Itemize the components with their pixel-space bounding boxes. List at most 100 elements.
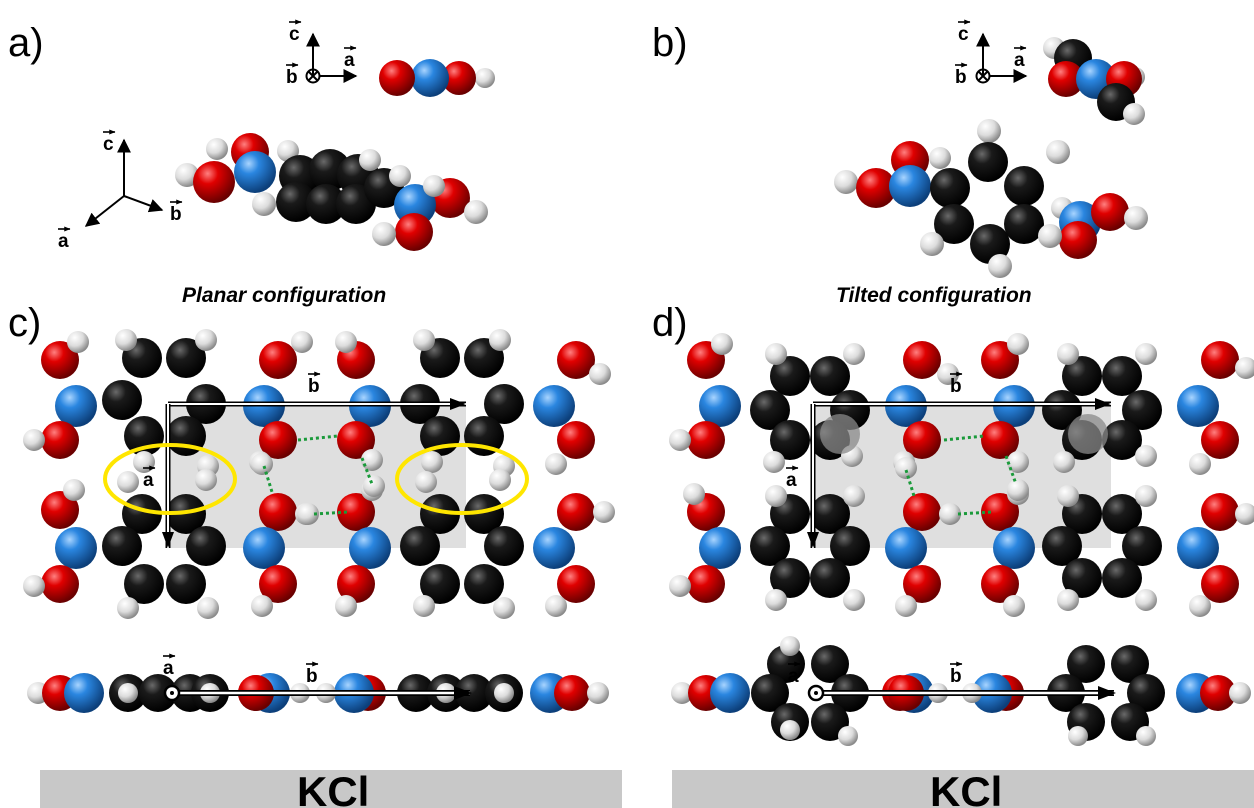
hydrogen-atom: [335, 595, 357, 617]
carbon-atom: [770, 558, 810, 598]
axis-label-b: b: [170, 204, 182, 225]
hydrogen-atom: [780, 720, 800, 740]
nitrogen-atom: [993, 527, 1035, 569]
axis-label-c: c: [289, 24, 300, 45]
hydrogen-atom: [780, 636, 800, 656]
substrate-label-right: KCl: [930, 768, 1002, 808]
side-vector-d: [807, 684, 1116, 702]
hydrogen-atom: [1135, 343, 1157, 365]
caption-tilted: Tilted configuration: [836, 284, 1032, 307]
nitrogen-atom: [64, 673, 104, 713]
axis-label-b: b: [950, 376, 962, 397]
hydrogen-atom: [23, 429, 45, 451]
hydrogen-atom: [67, 331, 89, 353]
oxygen-atom: [41, 491, 79, 529]
nitrogen-atom: [234, 151, 276, 193]
carbon-atom: [934, 204, 974, 244]
hydrogen-atom: [765, 485, 787, 507]
nitrogen-atom: [533, 385, 575, 427]
carbon-atom: [166, 338, 206, 378]
hydrogen-atom: [335, 331, 357, 353]
hydrogen-atom: [929, 147, 951, 169]
hydrogen-atom: [389, 165, 411, 187]
axis-label-a: a: [344, 50, 355, 71]
oxygen-atom: [1201, 341, 1239, 379]
hydrogen-atom: [197, 597, 219, 619]
vector-overbars: [58, 19, 1027, 667]
hydrogen-atom: [475, 68, 495, 88]
hydrogen-atom: [1007, 333, 1029, 355]
carbon-atom: [750, 526, 790, 566]
carbon-atom: [1062, 558, 1102, 598]
axis-triad-b-top: [975, 32, 1028, 84]
hydrogen-atom: [589, 363, 611, 385]
carbon-atom: [420, 564, 460, 604]
hydrogen-atom: [843, 485, 865, 507]
carbon-atom: [750, 390, 790, 430]
nitrogen-atom: [394, 184, 436, 226]
nitrogen-atom: [699, 527, 741, 569]
hydrogen-atom: [977, 119, 1001, 143]
hydrogen-atom: [464, 200, 488, 224]
hydrogen-atom: [251, 595, 273, 617]
oxygen-atom: [557, 565, 595, 603]
lattice-vectors-d: [807, 398, 1111, 548]
hydrogen-atom: [372, 222, 396, 246]
carbon-atom: [968, 142, 1008, 182]
oxygen-atom: [337, 421, 375, 459]
hydrogen-atom: [1003, 595, 1025, 617]
hydrogen-atom: [939, 503, 961, 525]
hydrogen-atom: [765, 343, 787, 365]
carbon-atom: [1042, 526, 1082, 566]
hydrogen-atom: [195, 329, 217, 351]
side-vector-c: [163, 684, 472, 702]
hydrogen-atom: [587, 682, 609, 704]
hydrogen-atom: [489, 329, 511, 351]
carbon-atom: [1102, 558, 1142, 598]
hydrogen-atom: [1136, 726, 1156, 746]
oxygen-atom: [41, 341, 79, 379]
carbon-atom: [1122, 390, 1162, 430]
oxygen-atom: [903, 341, 941, 379]
carbon-atom: [1102, 494, 1142, 534]
carbon-atom: [1004, 166, 1044, 206]
nitrogen-atom: [1177, 527, 1219, 569]
hydrogen-atom: [1124, 206, 1148, 230]
carbon-atom: [770, 356, 810, 396]
oxygen-atom: [1048, 61, 1084, 97]
nitrogen-atom: [349, 527, 391, 569]
carbon-atom: [124, 416, 164, 456]
nitrogen-atom: [411, 59, 449, 97]
carbon-atom: [810, 356, 850, 396]
carbon-atom: [1111, 645, 1149, 683]
hydrogen-atom: [489, 469, 511, 491]
hydrogen-atom: [1046, 140, 1070, 164]
carbon-atom: [930, 168, 970, 208]
carbon-atom: [124, 564, 164, 604]
carbon-atom: [767, 645, 805, 683]
hydrogen-atom: [711, 333, 733, 355]
carbon-atom: [830, 526, 870, 566]
nitrogen-atom: [55, 527, 97, 569]
hydrogen-atom: [359, 149, 381, 171]
oxygen-atom: [395, 213, 433, 251]
oxygen-atom: [687, 421, 725, 459]
oxygen-atom: [337, 493, 375, 531]
lattice-vectors-c: [162, 398, 466, 548]
hydrogen-atom: [297, 503, 319, 525]
axis-label-b: b: [955, 67, 967, 88]
carbon-atom: [464, 494, 504, 534]
axis-label-a: a: [786, 470, 797, 491]
carbon-atom: [455, 674, 493, 712]
oxygen-atom: [259, 565, 297, 603]
highlight-ellipse-right: [395, 443, 529, 515]
carbon-atom: [186, 526, 226, 566]
carbon-atom: [1102, 420, 1142, 460]
hydrogen-atom: [421, 451, 443, 473]
nitrogen-atom: [710, 673, 750, 713]
carbon-atom: [770, 420, 810, 460]
oxygen-atom: [557, 341, 595, 379]
hydrogen-atom: [175, 163, 199, 187]
axis-label-c: c: [103, 134, 114, 155]
oxygen-atom: [1059, 221, 1097, 259]
